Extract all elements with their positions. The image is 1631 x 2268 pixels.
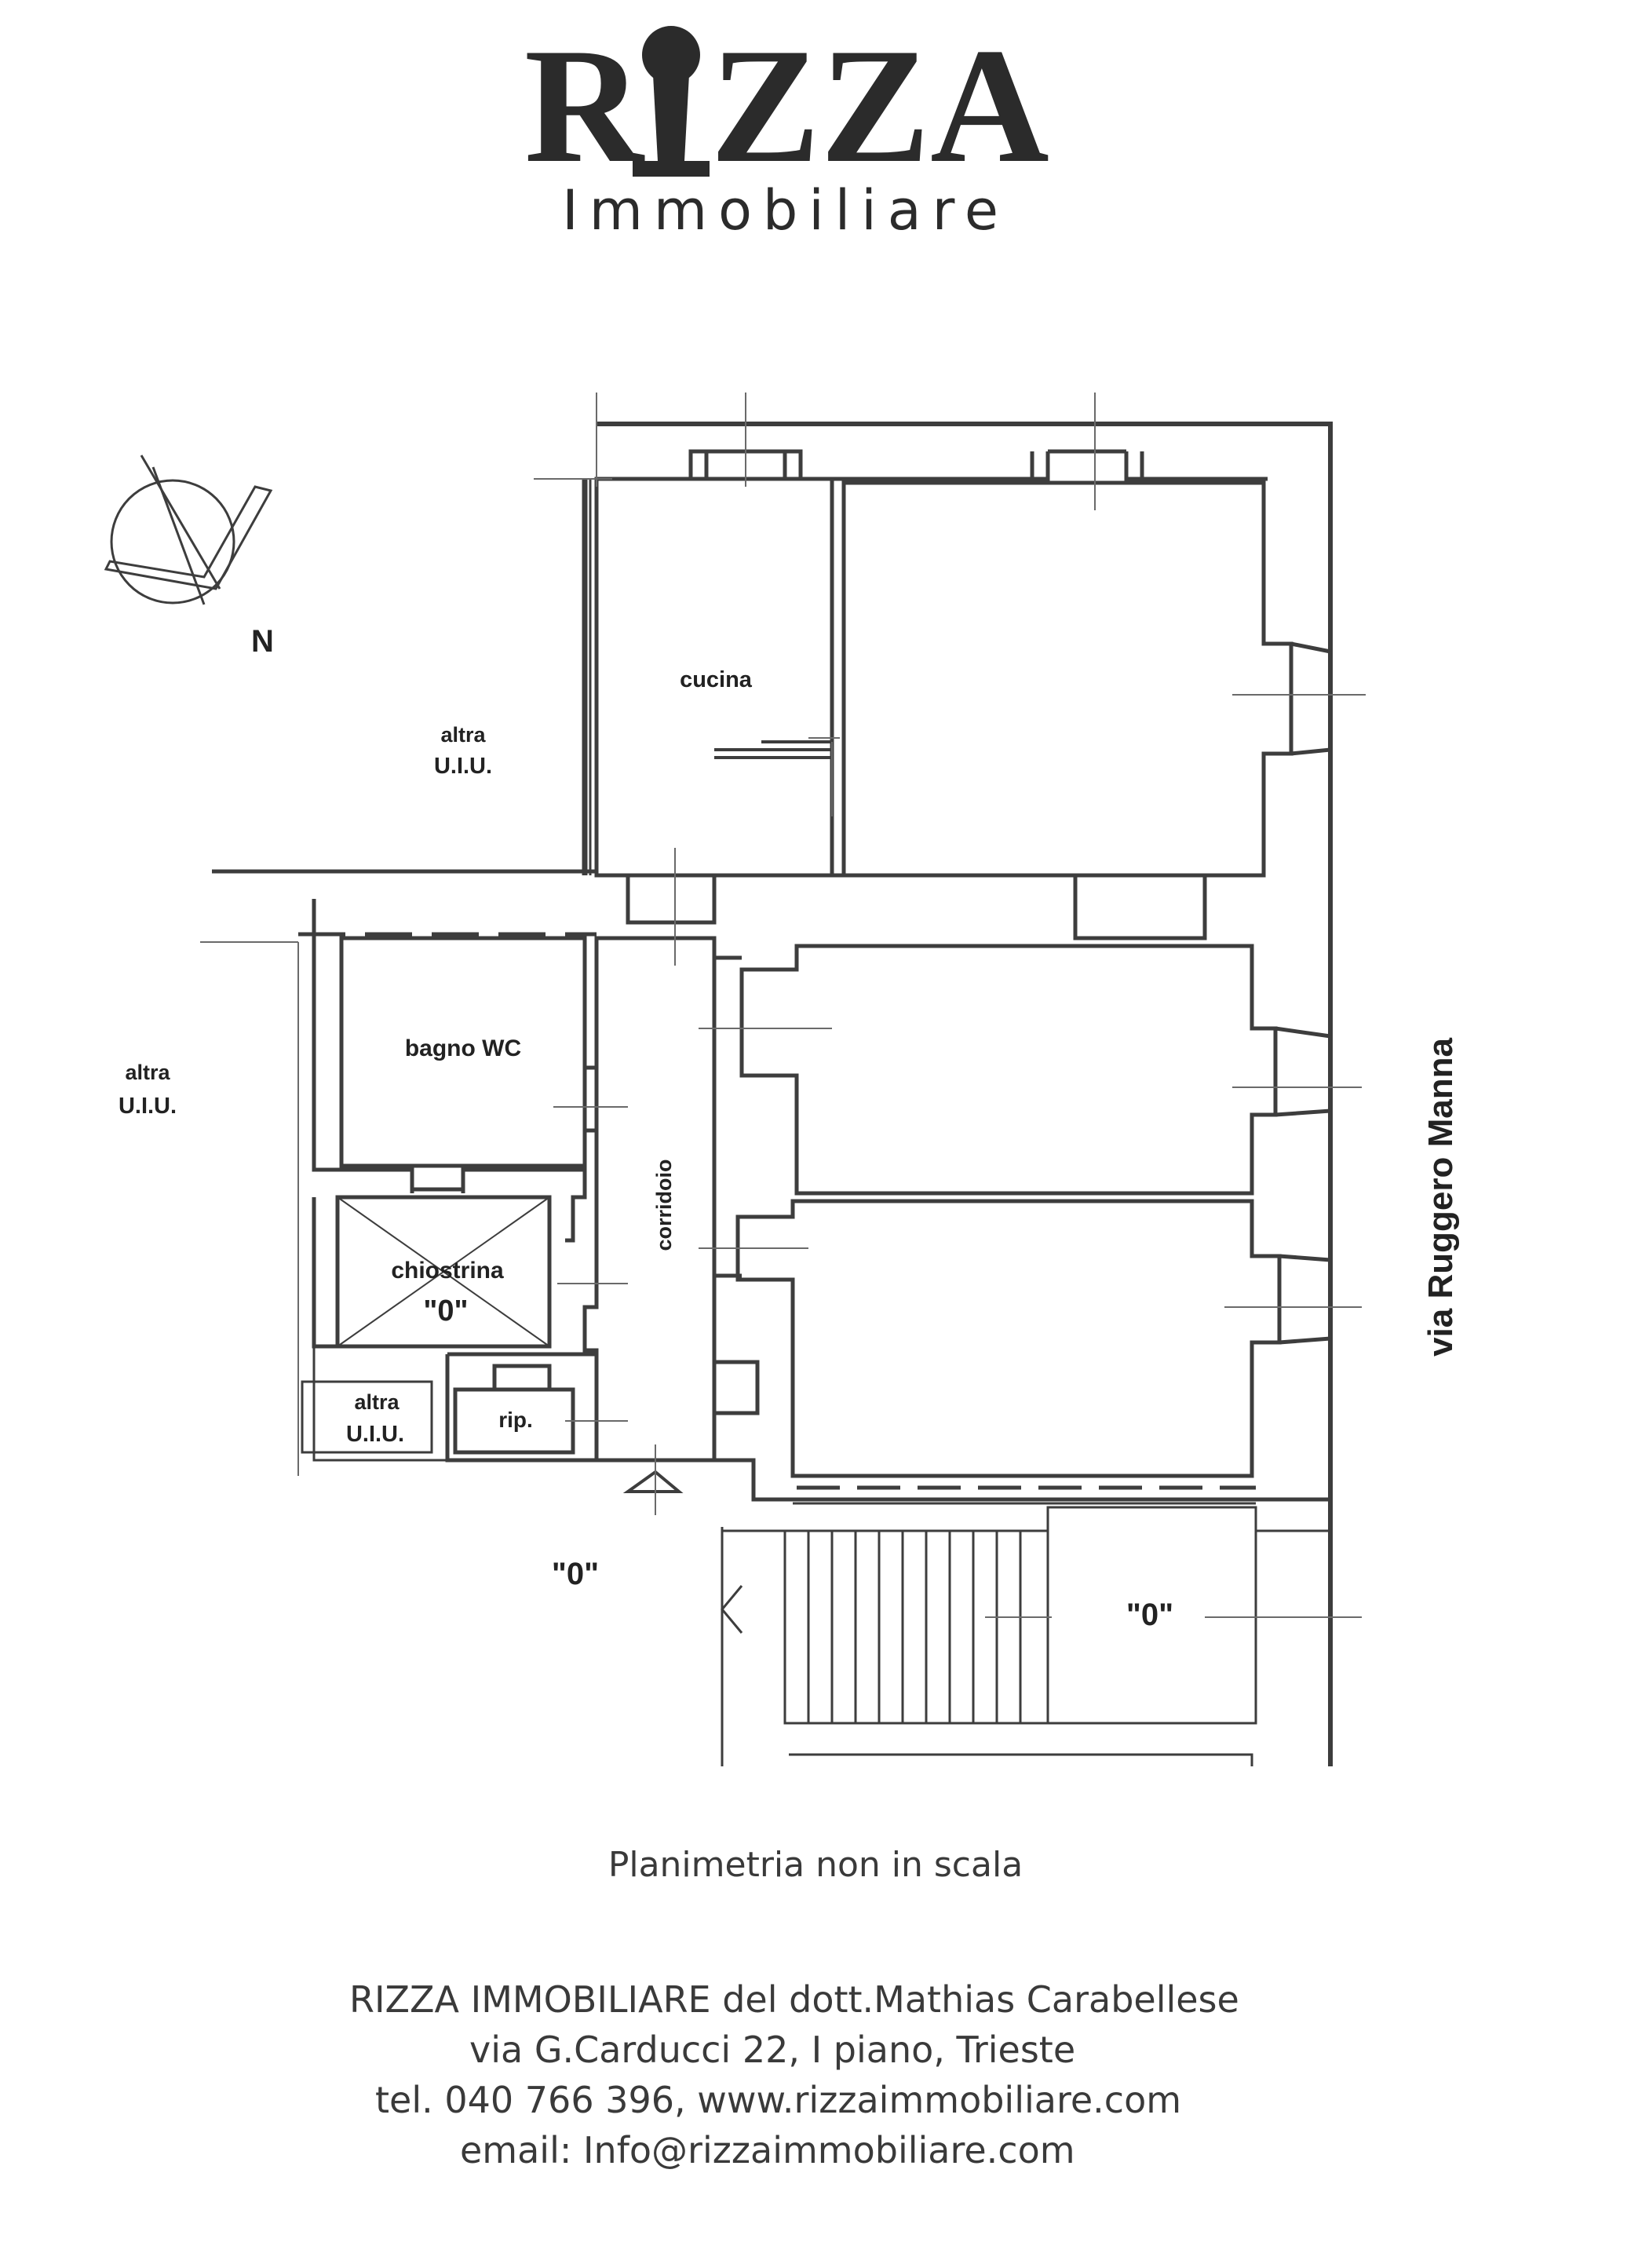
- altra-left-label-2: U.I.U.: [119, 1094, 177, 1119]
- corridoio: [582, 936, 717, 1463]
- window-top-2: [1030, 449, 1144, 481]
- brand-logo: R ZZA Immobiliare: [524, 15, 1049, 243]
- level-bottom-right-label: "0": [1126, 1598, 1173, 1632]
- level-bottom-left-label: "0": [552, 1557, 599, 1591]
- altra-top-label-1: altra: [440, 723, 486, 747]
- altra-left-label-1: altra: [125, 1061, 170, 1084]
- compass-icon: [104, 455, 273, 605]
- footer-email[interactable]: email: Info@rizzaimmobiliare.com: [460, 2129, 1075, 2171]
- entrance-icon: [622, 1470, 684, 1493]
- altra-top-label-2: U.I.U.: [434, 754, 492, 779]
- logo-letter-r: R: [524, 15, 645, 197]
- chiostrina-level-label: "0": [423, 1295, 468, 1328]
- bagno-label: bagno WC: [405, 1035, 521, 1061]
- rip-label: rip.: [498, 1408, 533, 1432]
- room-middle-right: [739, 944, 1278, 1196]
- room-top-right: [841, 480, 1293, 878]
- footer-address: via G.Carducci 22, I piano, Trieste: [469, 2029, 1076, 2071]
- altra-bottom-label-2: U.I.U.: [346, 1422, 404, 1447]
- outer-wall: [597, 422, 1333, 1766]
- staircase: [721, 1502, 1330, 1766]
- corridoio-label: corridoio: [652, 1159, 676, 1251]
- altra-bottom-label-1: altra: [354, 1390, 400, 1414]
- chiostrina-label: chiostrina: [391, 1258, 504, 1284]
- cucina-label: cucina: [680, 667, 753, 692]
- footer-agency-name: RIZZA IMMOBILIARE del dott.Mathias Carab…: [349, 1978, 1239, 2021]
- logo-wordmark: R ZZA: [524, 15, 1049, 197]
- street-label: via Ruggero Manna: [1421, 1038, 1460, 1357]
- footer-phone-web[interactable]: tel. 040 766 396, www.rizzaimmobiliare.c…: [375, 2079, 1182, 2121]
- keyhole-icon: [633, 26, 710, 177]
- logo-tagline: Immobiliare: [562, 178, 1009, 243]
- room-bottom-right: [735, 1199, 1282, 1478]
- north-label: N: [251, 624, 274, 659]
- logo-letters-zza: ZZA: [710, 15, 1049, 197]
- scale-note: Planimetria non in scala: [608, 1845, 1023, 1885]
